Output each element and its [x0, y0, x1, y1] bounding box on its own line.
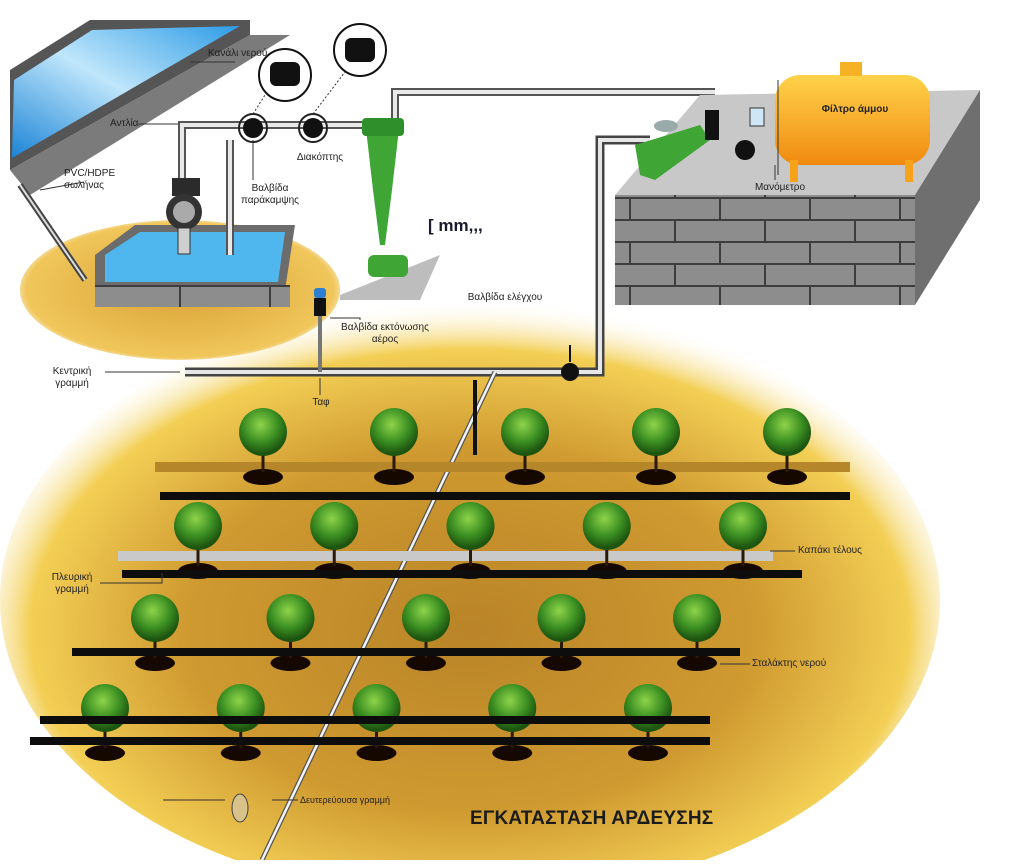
tree-shadow: [541, 655, 582, 671]
water-channel: [10, 20, 290, 282]
tree-shadow: [356, 745, 397, 761]
lateral-pipe: [122, 570, 802, 578]
tree-shadow: [220, 745, 261, 761]
label-manometer: Μανόμετρο: [754, 182, 806, 193]
leader-lines: [39, 61, 795, 801]
field-row: [72, 594, 740, 671]
tree-shadow: [505, 469, 545, 485]
field-soil: [0, 300, 940, 865]
tree: [352, 684, 401, 732]
label-switch: Διακόπτης: [296, 152, 344, 163]
reservoir: [95, 225, 295, 307]
tree-shadow: [406, 655, 446, 671]
field-row: [155, 408, 850, 500]
label-tee: Ταφ: [312, 397, 330, 408]
tree: [673, 594, 721, 642]
tree-shadow: [628, 745, 668, 761]
label-air-release-valve: Βαλβίδα εκτόνωσης αέρος: [341, 322, 429, 345]
label-end-cap: Καπάκι τέλους: [798, 545, 862, 556]
diagram-title: ΕΓΚΑΤΑΣΤΑΣΗ ΑΡΔΕΥΣΗΣ: [470, 808, 714, 829]
label-dripper: Σταλάκτης νερού: [752, 658, 827, 669]
label-control-valve: Βαλβίδα ελέγχου: [467, 292, 543, 303]
tree: [719, 502, 767, 550]
label-pump: Αντλία: [110, 118, 139, 129]
tree: [763, 408, 811, 456]
tree-shadow: [135, 655, 175, 671]
tree: [632, 408, 680, 456]
tree: [131, 594, 179, 642]
tree: [446, 502, 495, 550]
lateral-pipe: [30, 737, 710, 745]
tree: [370, 408, 418, 456]
tree: [81, 684, 129, 732]
label-channel: Κανάλι νερού: [208, 48, 268, 59]
field-rows: [30, 408, 850, 761]
tree: [402, 594, 450, 642]
label-lateral-line: Πλευρική γραμμή: [51, 572, 93, 595]
disc-filter: [635, 120, 710, 180]
switch-valve: [298, 23, 387, 143]
tree-shadow: [677, 655, 717, 671]
tree-shadow: [374, 469, 414, 485]
tree: [266, 594, 315, 642]
stray-text: [ mm,,,: [428, 216, 483, 235]
tree: [537, 594, 586, 642]
field-row: [30, 684, 710, 761]
hydrocyclone-filter: [340, 118, 440, 300]
field-row: [118, 502, 802, 579]
valve-group: [705, 107, 765, 160]
row-strip: [118, 551, 773, 561]
pump: [166, 178, 202, 255]
label-bypass-valve: Βαλβίδα παράκαμψης: [241, 183, 299, 206]
lateral-pipe: [40, 716, 710, 724]
bypass-valve: [238, 48, 312, 143]
tree: [624, 684, 672, 732]
label-fertilizer-tank: Φίλτρο άμμου: [821, 104, 889, 115]
tree-shadow: [270, 655, 311, 671]
submain-line: [231, 370, 498, 862]
row-strip: [155, 462, 850, 472]
lateral-pipe: [72, 648, 740, 656]
label-main-line: Κεντρική γραμμή: [52, 366, 92, 389]
tree: [216, 684, 265, 732]
lateral-pipe: [160, 492, 850, 500]
tree-shadow: [492, 745, 533, 761]
tree: [488, 684, 537, 732]
tree: [310, 502, 359, 550]
tree: [239, 408, 287, 456]
label-submain-line: Δευτερεύουσα γραμμή: [300, 795, 390, 805]
tree: [582, 502, 631, 550]
tree: [174, 502, 222, 550]
tree-shadow: [636, 469, 676, 485]
label-pvc-hose: PVC/HDPE σωλήνας: [64, 168, 116, 191]
tree-shadow: [85, 745, 125, 761]
fertilizer-tank: [775, 62, 930, 182]
tree: [501, 408, 549, 456]
air-release-valve: [314, 288, 326, 372]
control-valve: [561, 345, 579, 381]
tree-shadow: [243, 469, 283, 485]
tree-shadow: [767, 469, 807, 485]
